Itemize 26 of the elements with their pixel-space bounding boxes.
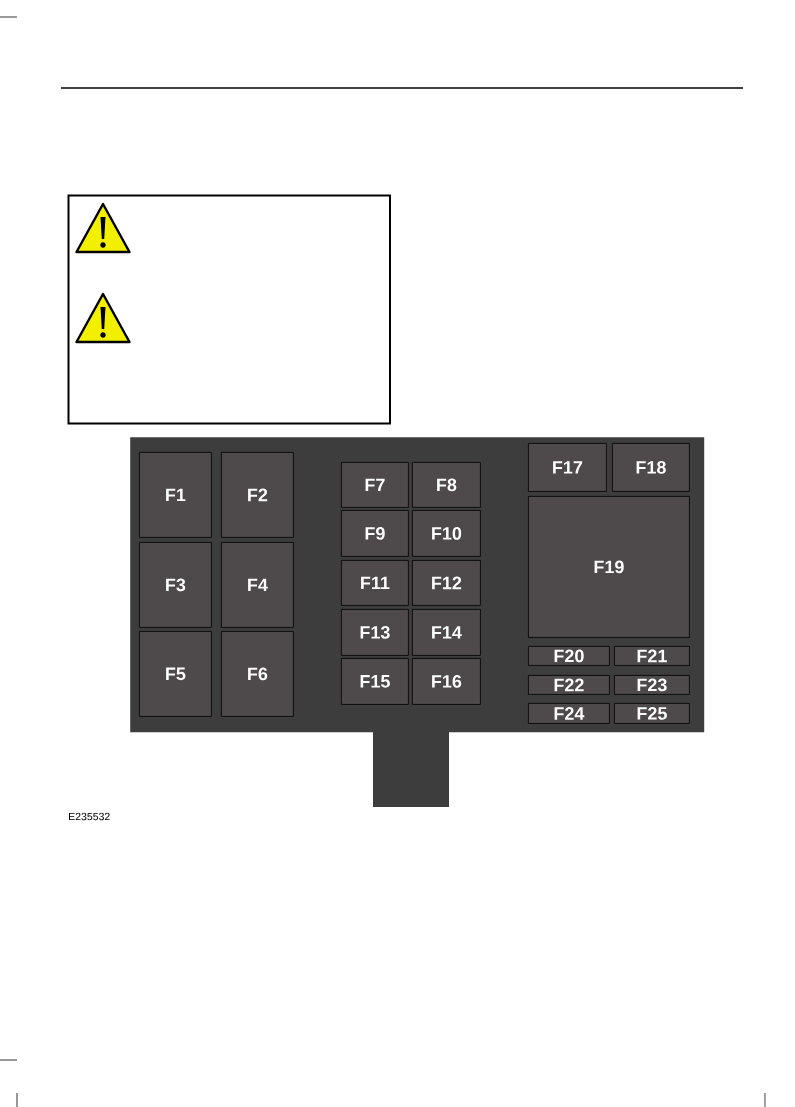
fuse: F6 [221, 631, 294, 717]
fuse: F12 [412, 560, 481, 606]
fuse: F2 [221, 452, 294, 538]
fuse: F14 [412, 609, 481, 656]
fuse: F8 [412, 462, 481, 508]
fuse: F17 [528, 443, 607, 492]
fuse: F15 [341, 658, 409, 705]
fuse: F25 [614, 703, 690, 724]
fuse: F11 [341, 560, 409, 606]
fuse: F5 [139, 631, 212, 717]
figure-code: E235532 [69, 812, 110, 821]
fuse: F13 [341, 609, 409, 656]
fuse: F10 [412, 510, 481, 557]
fuse: F4 [221, 542, 294, 628]
fuse: F9 [341, 510, 409, 557]
fuse: F19 [528, 496, 690, 638]
fuse: F22 [528, 675, 610, 695]
fuse: F21 [614, 646, 690, 666]
fuse: F7 [341, 462, 409, 508]
fuse: F3 [139, 542, 212, 628]
fuse: F23 [614, 675, 690, 695]
fuse: F1 [139, 452, 212, 538]
fuse: F24 [528, 703, 610, 724]
fuse: F18 [612, 443, 690, 492]
fuse: F20 [528, 646, 610, 666]
fuse: F16 [412, 658, 481, 705]
